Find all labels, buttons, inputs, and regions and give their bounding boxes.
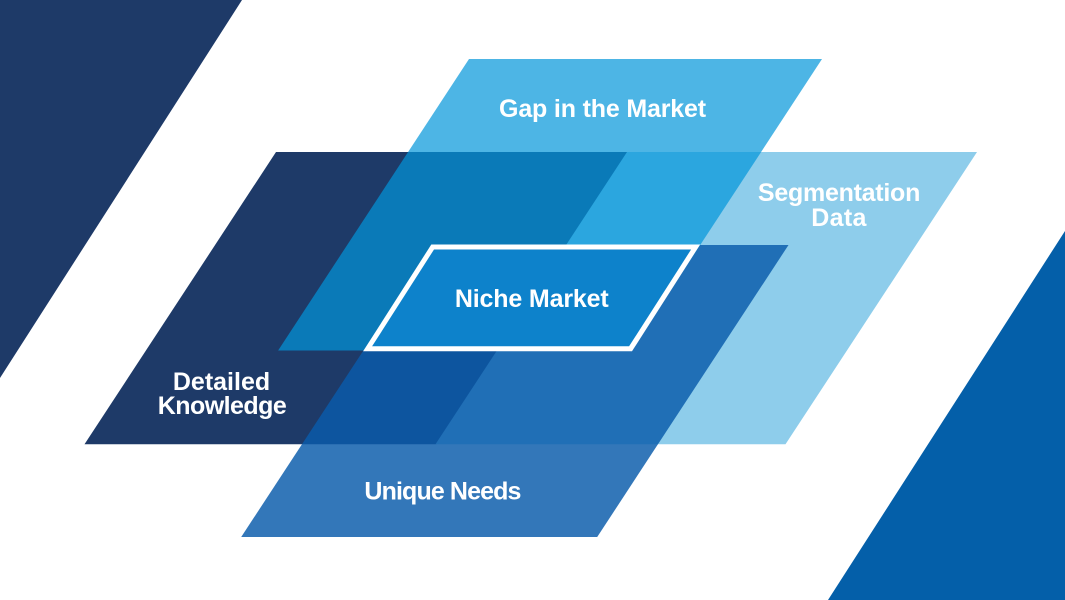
svg-text:Gap in the Market: Gap in the Market	[499, 95, 707, 123]
svg-text:Data: Data	[811, 204, 867, 232]
svg-text:Detailed: Detailed	[173, 368, 270, 396]
svg-text:Unique Needs: Unique Needs	[364, 478, 520, 506]
svg-text:Niche Market: Niche Market	[455, 285, 610, 313]
svg-text:Segmentation: Segmentation	[758, 179, 920, 207]
svg-text:Knowledge: Knowledge	[158, 392, 287, 420]
